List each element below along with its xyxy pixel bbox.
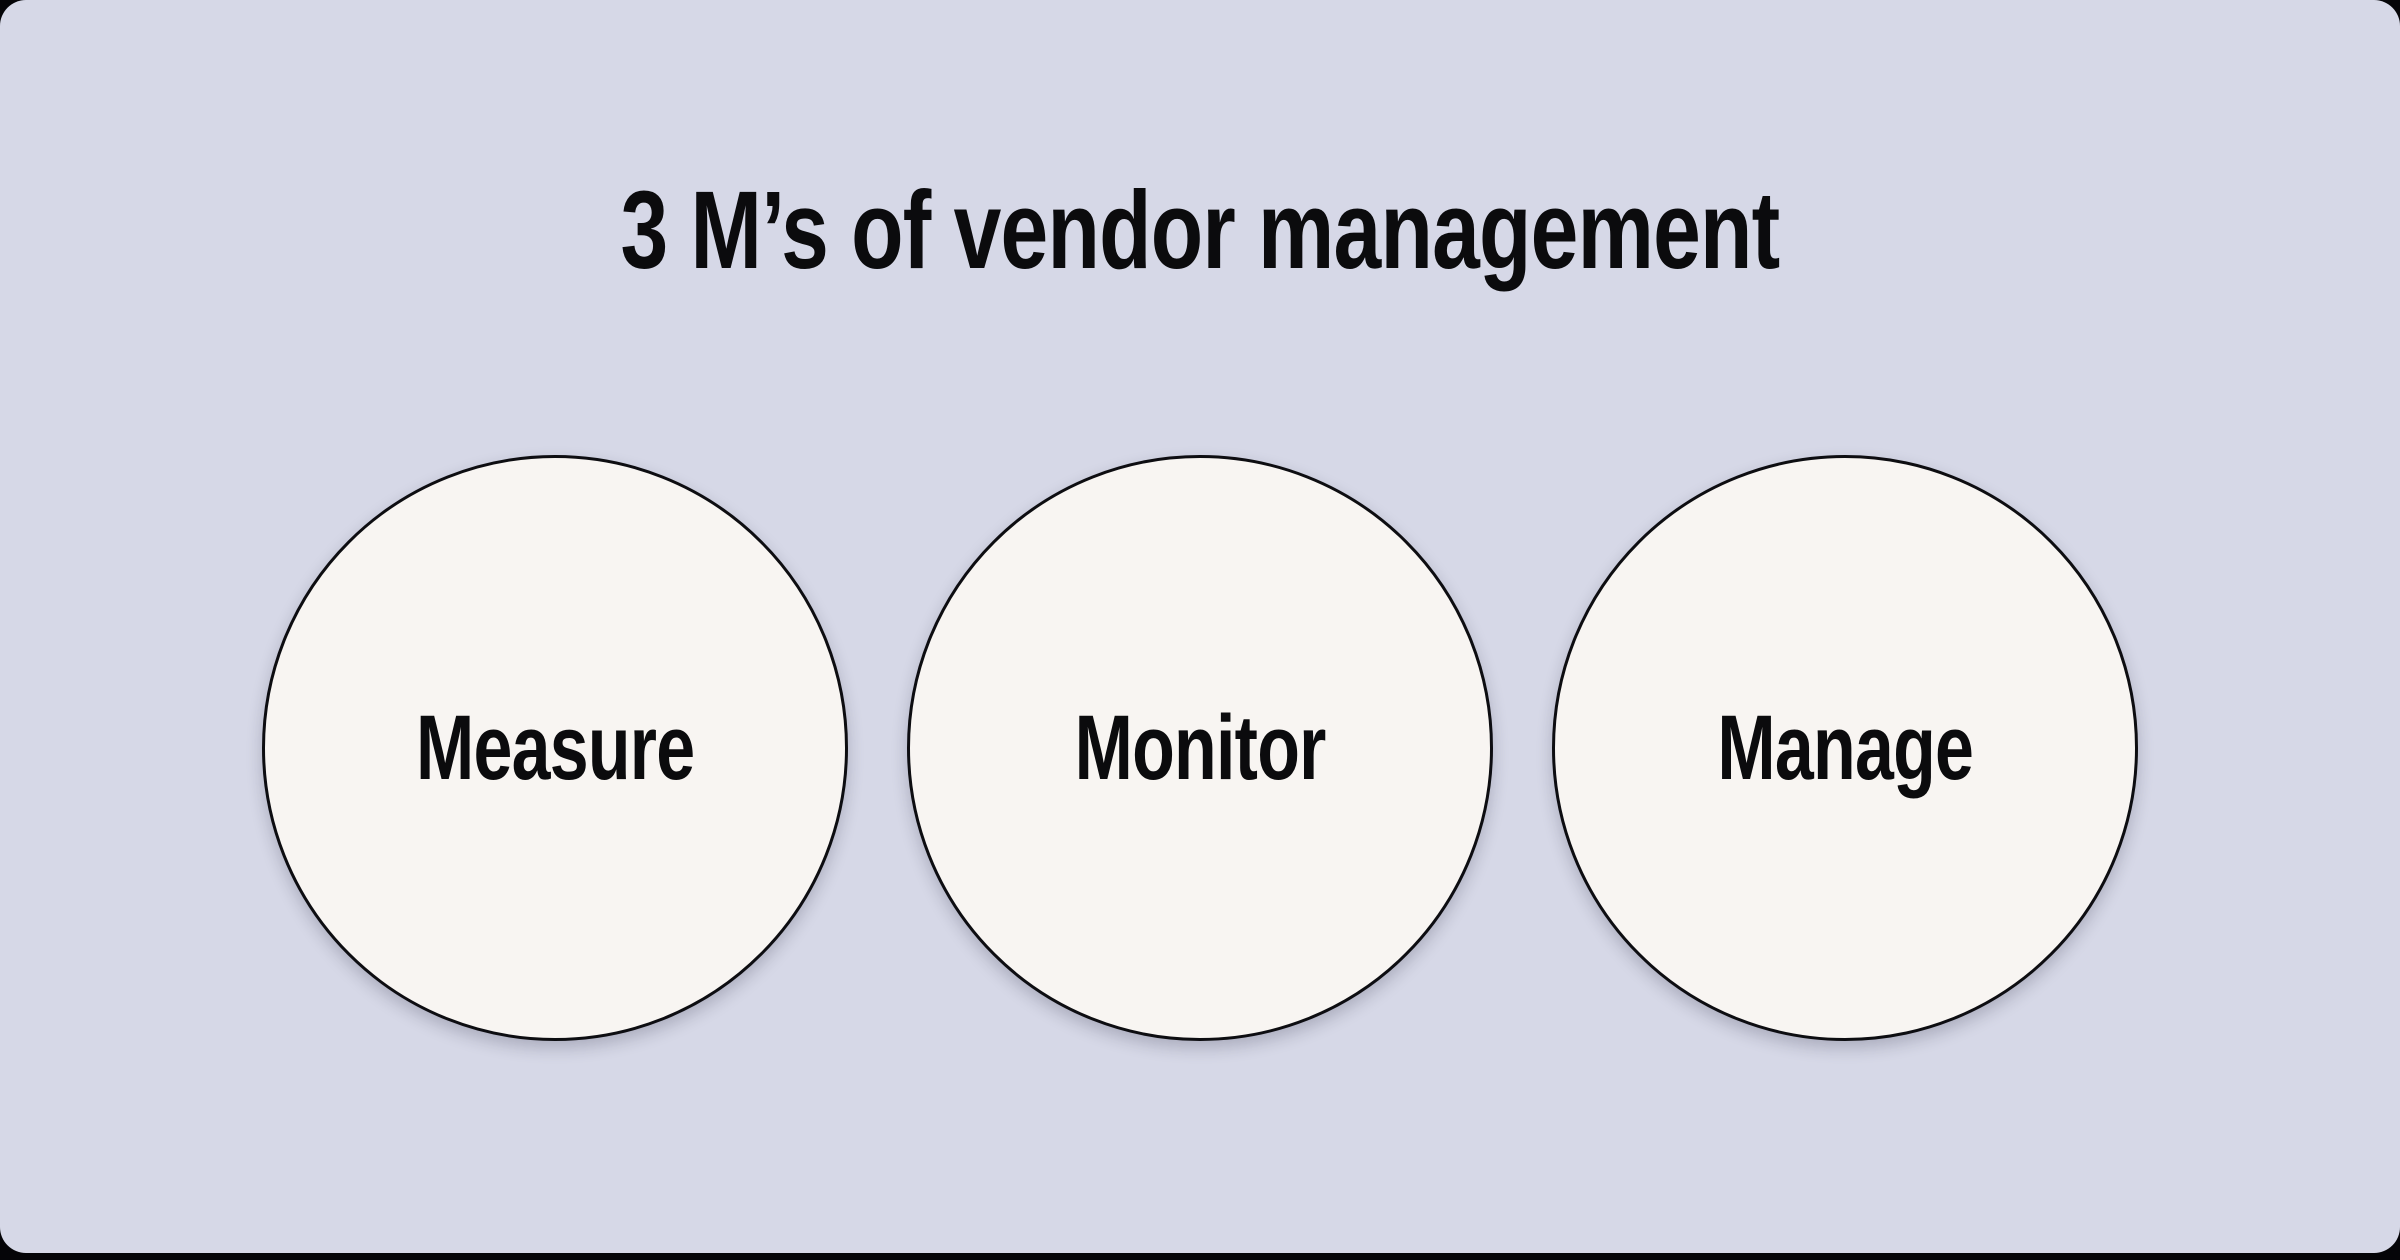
circle-measure: Measure: [262, 455, 848, 1041]
circle-monitor: Monitor: [907, 455, 1493, 1041]
circle-monitor-label: Monitor: [1074, 696, 1327, 799]
diagram-title: 3 M’s of vendor management: [620, 169, 1781, 292]
circle-manage: Manage: [1552, 455, 2138, 1041]
circles-row: Measure Monitor Manage: [0, 455, 2400, 1041]
circle-measure-label: Measure: [415, 696, 695, 799]
circle-manage-label: Manage: [1717, 696, 1974, 799]
